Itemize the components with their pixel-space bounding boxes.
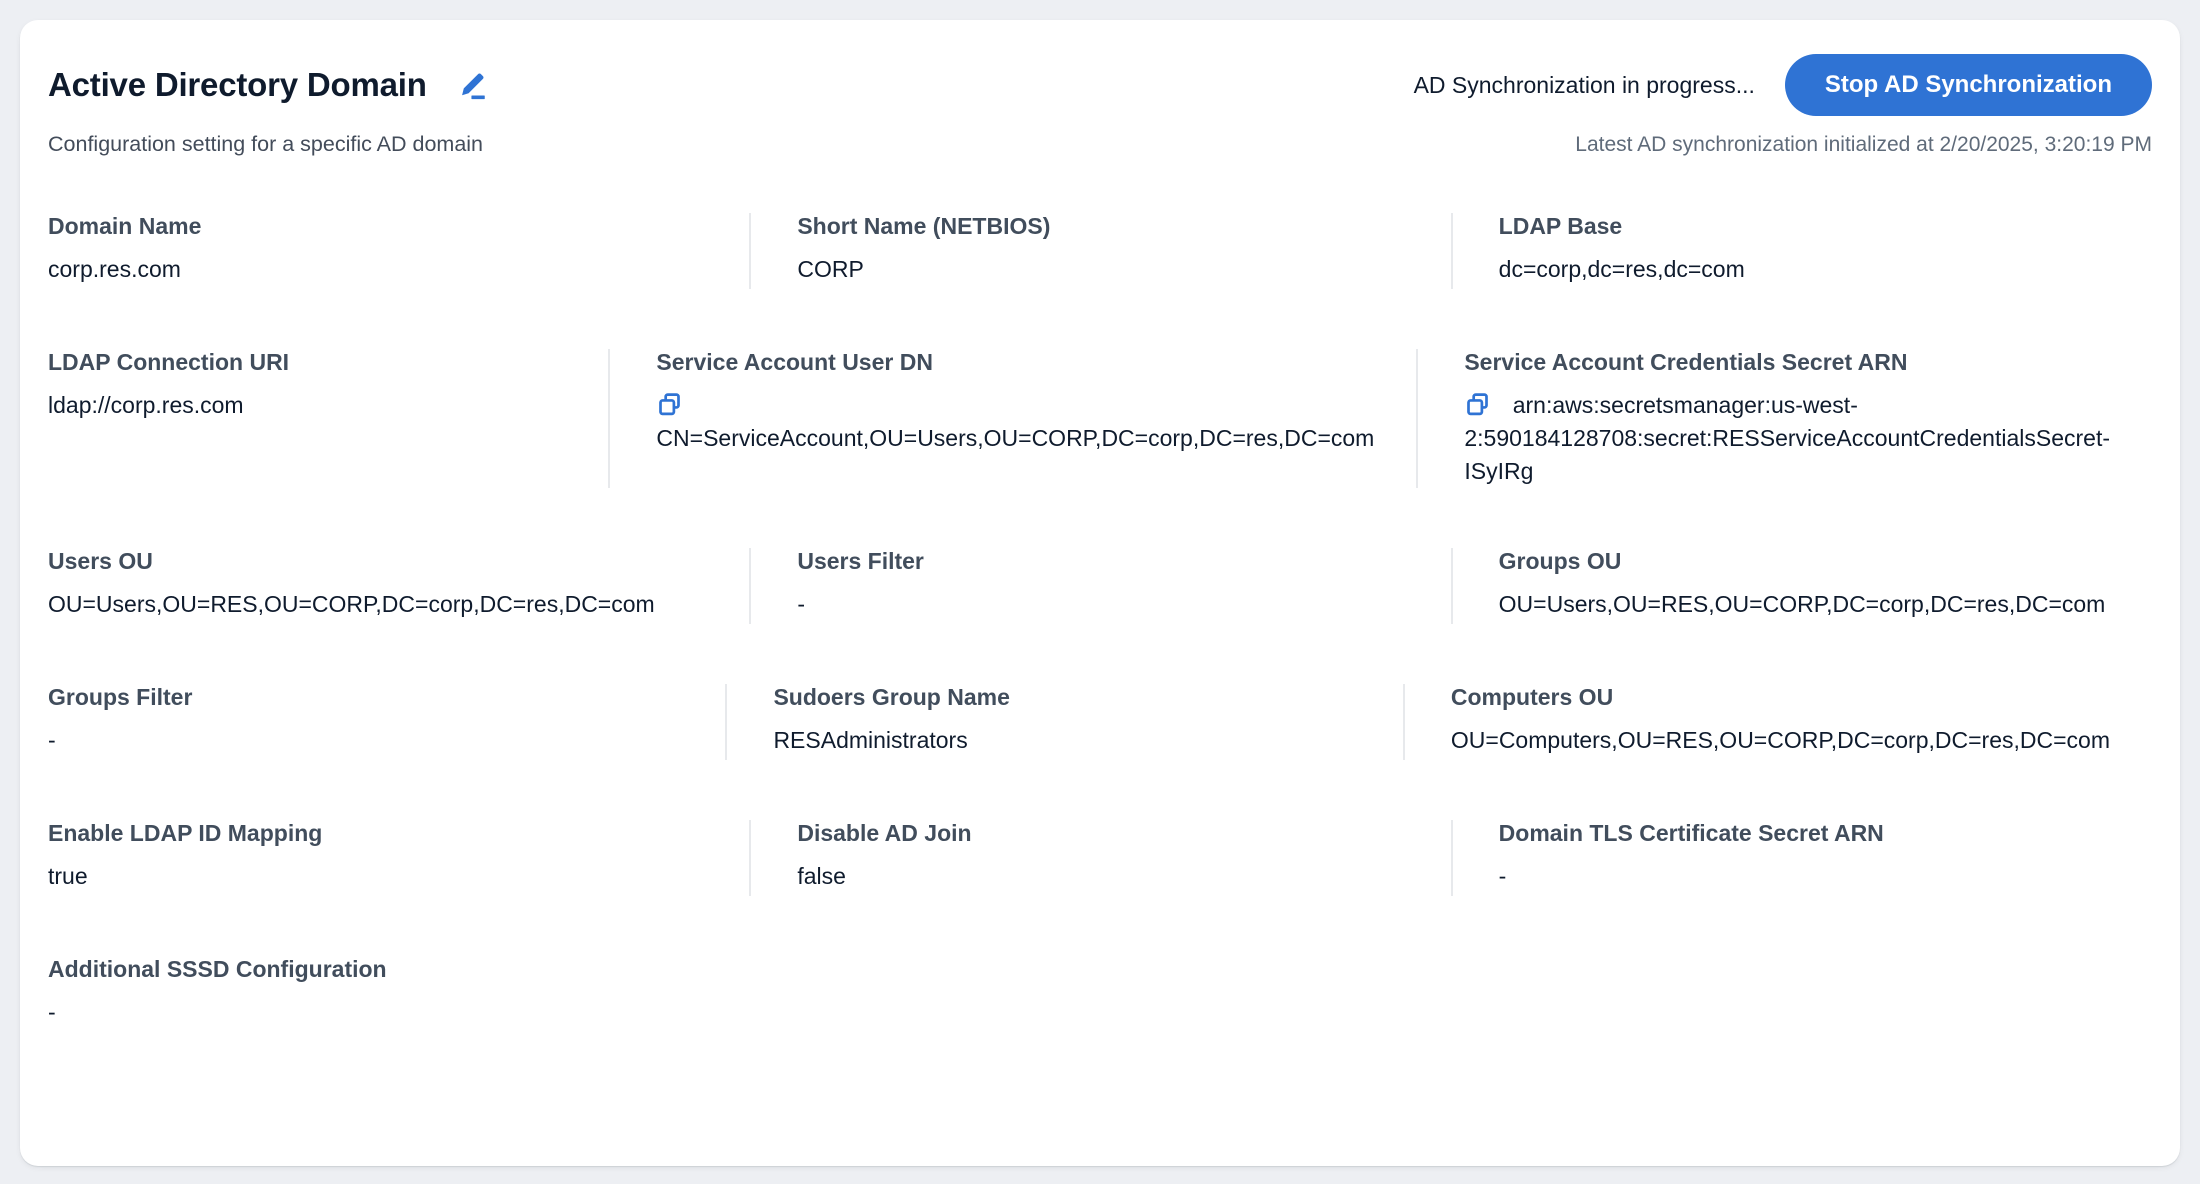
field-value: corp.res.com	[48, 253, 707, 286]
field-row: Users OU OU=Users,OU=RES,OU=CORP,DC=corp…	[48, 548, 2152, 624]
field-row: Additional SSSD Configuration -	[48, 956, 2152, 1032]
card-header: Active Directory Domain AD Synchronizati…	[48, 54, 2152, 116]
field-value-text: CN=ServiceAccount,OU=Users,OU=CORP,DC=co…	[656, 425, 1375, 451]
field-value: CN=ServiceAccount,OU=Users,OU=CORP,DC=co…	[656, 389, 1374, 455]
field-cell: Enable LDAP ID Mapping true	[48, 820, 749, 896]
field-label: Short Name (NETBIOS)	[797, 213, 1051, 239]
field-grid: Domain Name corp.res.com Short Name (NET…	[48, 213, 2152, 1032]
copy-button[interactable]	[1464, 391, 1491, 418]
field-value: dc=corp,dc=res,dc=com	[1499, 253, 2110, 286]
field-label: Enable LDAP ID Mapping	[48, 820, 323, 846]
copy-icon	[1467, 393, 1489, 416]
field-row: LDAP Connection URI ldap://corp.res.com …	[48, 349, 2152, 488]
card-subheader: Configuration setting for a specific AD …	[48, 132, 2152, 157]
field-value: OU=Users,OU=RES,OU=CORP,DC=corp,DC=res,D…	[1499, 588, 2110, 621]
field-value-text: ldap://corp.res.com	[48, 392, 244, 418]
field-cell: Domain Name corp.res.com	[48, 213, 749, 289]
field-cell: Domain TLS Certificate Secret ARN -	[1450, 820, 2152, 896]
field-cell: LDAP Base dc=corp,dc=res,dc=com	[1450, 213, 2152, 289]
stop-ad-sync-button[interactable]: Stop AD Synchronization	[1784, 54, 2152, 116]
field-label: Groups OU	[1498, 548, 1622, 574]
field-value: true	[48, 860, 707, 893]
field-value-text: dc=corp,dc=res,dc=com	[1498, 256, 1745, 282]
ad-domain-card: Active Directory Domain AD Synchronizati…	[20, 20, 2180, 1166]
field-cell: Groups Filter -	[48, 684, 725, 760]
field-value: -	[797, 588, 1408, 621]
copy-button[interactable]	[656, 391, 683, 418]
field-value-text: -	[1498, 863, 1507, 889]
field-value-text: CORP	[797, 256, 864, 282]
copy-icon	[659, 393, 681, 416]
edit-button[interactable]	[455, 68, 489, 102]
field-cell: Sudoers Group Name RESAdministrators	[725, 684, 1402, 760]
field-label: Service Account Credentials Secret ARN	[1464, 349, 1908, 375]
field-cell: LDAP Connection URI ldap://corp.res.com	[48, 349, 608, 488]
field-label: LDAP Connection URI	[48, 349, 290, 375]
field-row: Enable LDAP ID Mapping true Disable AD J…	[48, 820, 2152, 896]
field-value-text: -	[797, 591, 805, 617]
field-cell: Service Account User DN CN=ServiceAccoun…	[608, 349, 1416, 488]
field-label: Disable AD Join	[797, 820, 972, 846]
last-sync-note: Latest AD synchronization initialized at…	[1575, 133, 2152, 156]
field-value-text: -	[48, 999, 56, 1025]
field-cell: Users OU OU=Users,OU=RES,OU=CORP,DC=corp…	[48, 548, 749, 624]
field-cell: Computers OU OU=Computers,OU=RES,OU=CORP…	[1402, 684, 2152, 760]
field-cell: Disable AD Join false	[749, 820, 1450, 896]
field-label: Sudoers Group Name	[773, 684, 1010, 710]
field-value-text: RESAdministrators	[773, 727, 968, 753]
page-title: Active Directory Domain	[48, 66, 427, 103]
field-value-text: arn:aws:secretsmanager:us-west-2:5901841…	[1464, 392, 2110, 484]
field-value: CORP	[797, 253, 1408, 286]
field-value-text: OU=Users,OU=RES,OU=CORP,DC=corp,DC=res,D…	[48, 591, 655, 617]
field-value: arn:aws:secretsmanager:us-west-2:5901841…	[1464, 389, 2110, 488]
field-label: Computers OU	[1450, 684, 1614, 710]
field-label: Additional SSSD Configuration	[48, 956, 387, 982]
field-cell: Service Account Credentials Secret ARN a…	[1416, 349, 2152, 488]
field-value: OU=Users,OU=RES,OU=CORP,DC=corp,DC=res,D…	[48, 588, 707, 621]
field-cell: Groups OU OU=Users,OU=RES,OU=CORP,DC=cor…	[1450, 548, 2152, 624]
field-value-text: OU=Computers,OU=RES,OU=CORP,DC=corp,DC=r…	[1450, 727, 2110, 753]
field-label: LDAP Base	[1498, 213, 1623, 239]
card-header-right: AD Synchronization in progress... Stop A…	[1414, 54, 2152, 116]
field-value: ldap://corp.res.com	[48, 389, 566, 422]
field-label: Users OU	[48, 548, 153, 574]
field-row: Groups Filter - Sudoers Group Name RESAd…	[48, 684, 2152, 760]
field-value-text: corp.res.com	[48, 256, 181, 282]
field-value-text: OU=Users,OU=RES,OU=CORP,DC=corp,DC=res,D…	[1498, 591, 2106, 617]
sync-status-text: AD Synchronization in progress...	[1413, 71, 1755, 98]
field-value-text: true	[48, 863, 88, 889]
field-value: -	[48, 724, 683, 757]
field-value: OU=Computers,OU=RES,OU=CORP,DC=corp,DC=r…	[1451, 724, 2110, 757]
field-value: false	[797, 860, 1408, 893]
field-value: -	[1499, 860, 2110, 893]
edit-pencil-icon	[461, 73, 485, 100]
field-value: RESAdministrators	[773, 724, 1360, 757]
card-subtitle: Configuration setting for a specific AD …	[48, 132, 484, 156]
field-cell: Additional SSSD Configuration -	[48, 956, 749, 1032]
field-label: Groups Filter	[48, 684, 193, 710]
field-row: Domain Name corp.res.com Short Name (NET…	[48, 213, 2152, 289]
field-label: Domain TLS Certificate Secret ARN	[1498, 820, 1884, 846]
field-label: Users Filter	[797, 548, 924, 574]
field-value-text: -	[48, 727, 56, 753]
card-header-left: Active Directory Domain	[48, 66, 489, 104]
field-label: Service Account User DN	[656, 349, 933, 375]
field-value: -	[48, 996, 707, 1029]
field-cell: Short Name (NETBIOS) CORP	[749, 213, 1450, 289]
field-value-text: false	[797, 863, 846, 889]
field-cell: Users Filter -	[749, 548, 1450, 624]
field-label: Domain Name	[48, 213, 202, 239]
